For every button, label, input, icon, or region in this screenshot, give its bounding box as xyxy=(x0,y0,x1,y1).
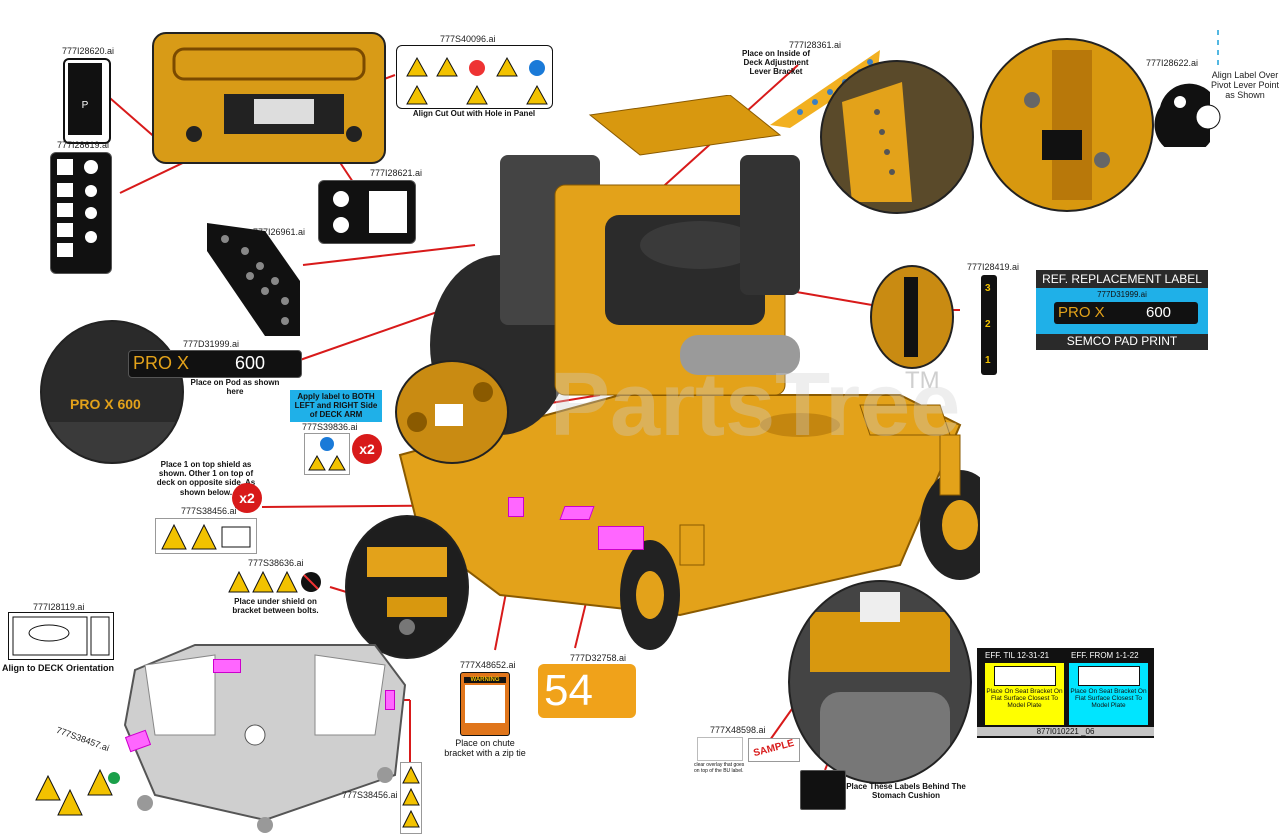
height-mark-1: 1 xyxy=(985,355,991,366)
decal-777s39836 xyxy=(304,433,350,475)
decal-pro-model: PRO X xyxy=(133,353,190,373)
part-label-777s38456-bottom: 777S38456.ai xyxy=(342,790,398,800)
part-label-777i28361: 777I28361.ai xyxy=(789,40,842,50)
badge-x2-deck-arm: x2 xyxy=(352,434,382,464)
pod-photo: PRO X 600 xyxy=(40,320,184,464)
ref-num: 600 xyxy=(1146,304,1172,321)
marker-deck-number xyxy=(598,526,644,550)
marker-shield-left xyxy=(508,497,524,517)
decal-777s38456-bottom xyxy=(400,762,422,834)
part-label-777i28619: 777I28619.ai xyxy=(57,140,110,150)
part-label-777i28620: 777I28620.ai xyxy=(62,46,115,56)
part-label-777i28621: 777I28621.ai xyxy=(370,168,423,178)
note-place-behind: Place These Labels Behind The Stomach Cu… xyxy=(846,782,966,801)
decal-777i28622 xyxy=(1154,83,1221,147)
decal-pro-num: 600 xyxy=(235,353,266,373)
seat-bracket-photo xyxy=(788,580,972,784)
note-clear-overlay: clear overlay that goes on top of the BU… xyxy=(694,762,745,774)
decal-stomach-cushion xyxy=(800,770,846,810)
deck-top-view xyxy=(123,644,407,833)
height-lever-photo xyxy=(870,265,954,369)
marker-shield-top xyxy=(559,506,595,520)
part-label-777x48598: 777X48598.ai xyxy=(710,725,766,735)
eff-from: EFF. FROM 1-1-22 xyxy=(1071,651,1139,660)
decal-777i28119 xyxy=(8,612,114,660)
height-mark-3: 3 xyxy=(985,283,991,294)
svg-text:PartsTree: PartsTree xyxy=(550,355,960,455)
svg-text:P: P xyxy=(82,100,89,111)
note-place-one-top: Place 1 on top shield as shown. Other 1 … xyxy=(156,460,256,497)
decal-777s38456-top xyxy=(155,518,257,554)
deck-arm-photo xyxy=(395,360,509,464)
decal-777i26961 xyxy=(207,223,300,336)
marker-deck-right xyxy=(385,690,395,710)
mower-illustration: PartsTree xyxy=(398,95,980,650)
part-label-777i28622: 777I28622.ai xyxy=(1146,58,1199,68)
trademark-mark: TM xyxy=(905,367,940,394)
decal-777i28620: P xyxy=(63,58,111,144)
eff-right-note: Place On Seat Bracket On Flat Surface Cl… xyxy=(1070,688,1147,710)
note-apply-both: Apply label to BOTH LEFT and RIGHT Side … xyxy=(290,390,382,422)
sample-stamp: SAMPLE xyxy=(752,737,796,760)
note-align-cutout: Align Cut Out with Hole in Panel xyxy=(412,109,536,118)
part-label-777x48652: 777X48652.ai xyxy=(460,660,516,670)
decal-777s40096 xyxy=(396,45,553,109)
eff-til: EFF. TIL 12-31-21 xyxy=(985,651,1050,660)
ref-part: 777D31999.ai xyxy=(1097,290,1147,299)
decal-777i28419: 3 2 1 xyxy=(981,275,997,375)
ref-footer: SEMCO PAD PRINT xyxy=(1066,334,1178,348)
warning-header: WARNING xyxy=(464,677,506,683)
marker-deck-top xyxy=(213,659,241,673)
note-align-deck: Align to DECK Orientation xyxy=(2,663,114,673)
lever-bracket-photo xyxy=(820,60,974,214)
ref-model: PRO X xyxy=(1058,304,1105,321)
eff-date-label: EFF. TIL 12-31-21 EFF. FROM 1-1-22 Place… xyxy=(977,648,1154,738)
part-label-777d32758: 777D32758.ai xyxy=(570,653,627,663)
pivot-lever-photo xyxy=(980,38,1154,212)
decal-777i28619 xyxy=(50,152,112,274)
pod-text: PRO X 600 xyxy=(70,396,141,412)
part-label-777s39836: 777S39836.ai xyxy=(302,422,358,432)
part-label-777i28419: 777I28419.ai xyxy=(967,262,1020,272)
decal-777s38636 xyxy=(227,570,325,594)
note-place-inside: Place on Inside of Deck Adjustment Lever… xyxy=(741,49,810,77)
eff-left-note: Place On Seat Bracket On Flat Surface Cl… xyxy=(986,688,1063,710)
note-place-chute: Place on chute bracket with a zip tie xyxy=(444,738,526,759)
decal-777x48598-clear xyxy=(697,737,743,761)
eff-part: 877I010221 _06 xyxy=(977,727,1154,736)
decal-777i28621 xyxy=(318,180,416,244)
deck-size-number: 54 xyxy=(544,666,593,715)
decal-sample-label: SAMPLE xyxy=(748,738,800,762)
part-label-777d31999: 777D31999.ai xyxy=(183,339,240,349)
decal-777d31999: PRO X 600 xyxy=(128,350,302,378)
decal-777d32758: 54 xyxy=(538,664,636,718)
note-align-over: Align Label Over Pivot Lever Point as Sh… xyxy=(1210,70,1280,100)
badge-x2-shield: x2 xyxy=(232,483,262,513)
part-label-777s38456-top: 777S38456.ai xyxy=(181,506,237,516)
decal-777x48652: WARNING xyxy=(460,672,510,736)
shield-photo xyxy=(345,515,469,659)
part-label-777i26961: 777I26961.ai xyxy=(253,227,306,237)
part-label-777s38636: 777S38636.ai xyxy=(248,558,304,568)
note-place-on-pod: Place on Pod as shown here xyxy=(190,378,280,397)
height-mark-2: 2 xyxy=(985,319,991,330)
decal-777s38457 xyxy=(35,768,120,816)
ref-header: REF. REPLACEMENT LABEL xyxy=(1042,272,1202,286)
ref-replacement-label: REF. REPLACEMENT LABEL 777D31999.ai PRO … xyxy=(1036,270,1208,350)
note-place-under-shield: Place under shield on bracket between bo… xyxy=(232,597,319,616)
part-label-777i28119: 777I28119.ai xyxy=(33,602,85,612)
part-label-777s40096: 777S40096.ai xyxy=(440,34,496,44)
dashboard-photo xyxy=(152,32,386,164)
